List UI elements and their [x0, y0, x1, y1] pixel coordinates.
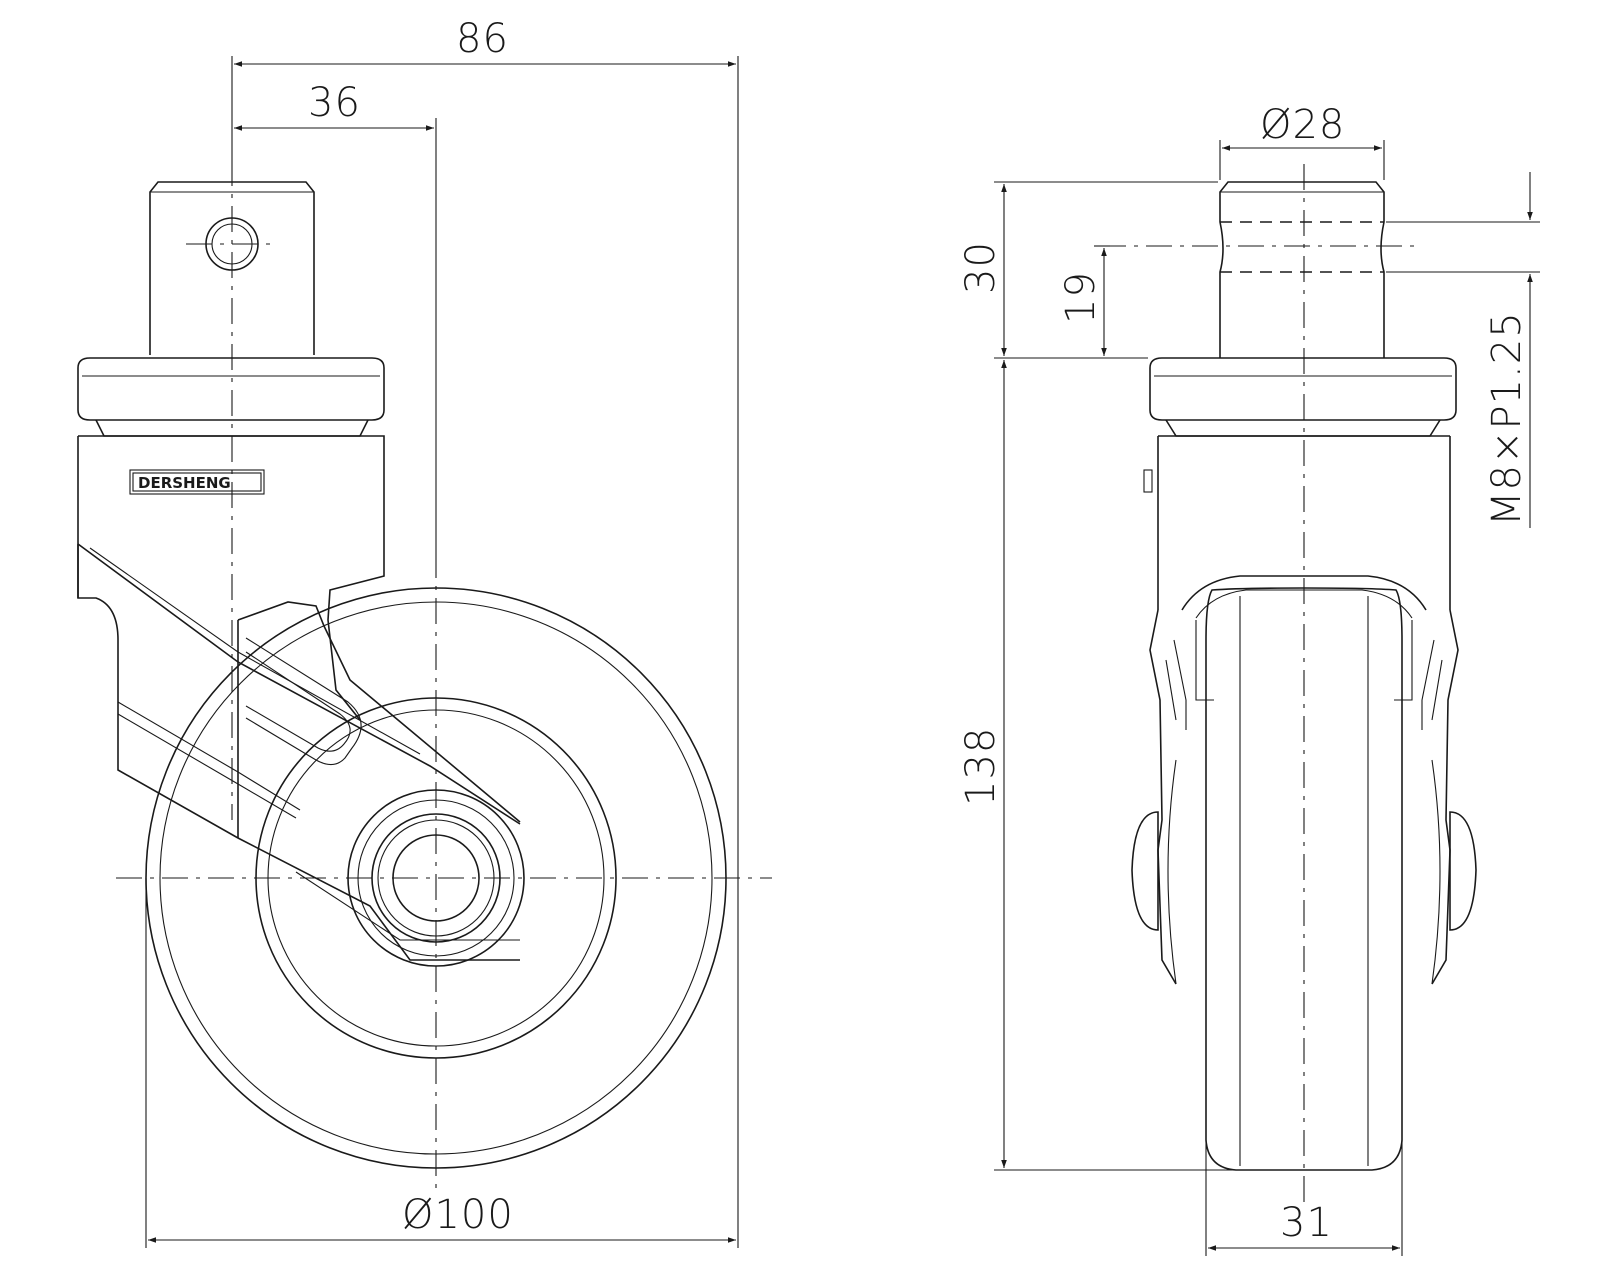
front-view — [1100, 164, 1477, 1210]
side-view-dimensions: 86 36 Ø100 — [145, 16, 739, 1248]
collar-neck — [95, 419, 369, 437]
front-fork-inner-right — [1421, 639, 1443, 730]
dim-text-31: 31 — [1280, 1200, 1333, 1246]
dim-text-thread: M8×P1.25 — [1484, 311, 1530, 526]
fork-slot-inner — [245, 651, 351, 752]
front-hubcap-right — [1449, 811, 1477, 931]
front-stem-outline — [1219, 181, 1385, 358]
dim-text-30: 30 — [958, 241, 1004, 294]
front-side-notch — [1143, 469, 1153, 493]
front-fork-left — [1149, 609, 1177, 985]
brand-logo-text: DERSHENG — [138, 474, 231, 492]
front-hubcap-left — [1131, 811, 1159, 931]
front-collar-neck — [1165, 419, 1441, 437]
fork-arm-inner-3 — [117, 713, 297, 819]
front-fork-inner-left — [1165, 639, 1187, 730]
dim-text-28: Ø28 — [1260, 102, 1345, 148]
collar-plate — [77, 357, 385, 421]
dim-text-36: 36 — [308, 80, 361, 126]
fork-arm-inner-2 — [117, 701, 301, 811]
fork-side-plate — [237, 601, 521, 838]
dim-text-86: 86 — [456, 16, 509, 62]
dim-text-138: 138 — [958, 727, 1004, 806]
front-collar — [1149, 357, 1457, 421]
front-hub-body — [1167, 759, 1441, 985]
fork-arm-upper — [77, 543, 521, 825]
fork-lower-edge — [295, 871, 520, 941]
side-view: DERSHENG — [77, 160, 772, 1190]
dim-text-19: 19 — [1058, 271, 1104, 324]
brand-plate-inner — [132, 472, 262, 492]
front-view-dimensions: Ø28 30 19 138 31 M8×P1.25 — [958, 102, 1540, 1256]
fork-slot — [245, 637, 362, 766]
fork-arm-outer — [77, 544, 520, 961]
front-fork-crown — [1181, 575, 1427, 611]
swivel-housing — [78, 435, 385, 721]
front-fork-inner-box-right — [1394, 620, 1413, 701]
dim-text-100: Ø100 — [402, 1192, 514, 1238]
front-fork-inner-box-left — [1195, 620, 1214, 701]
brand-plate — [129, 469, 265, 495]
front-fork-right — [1431, 609, 1459, 985]
